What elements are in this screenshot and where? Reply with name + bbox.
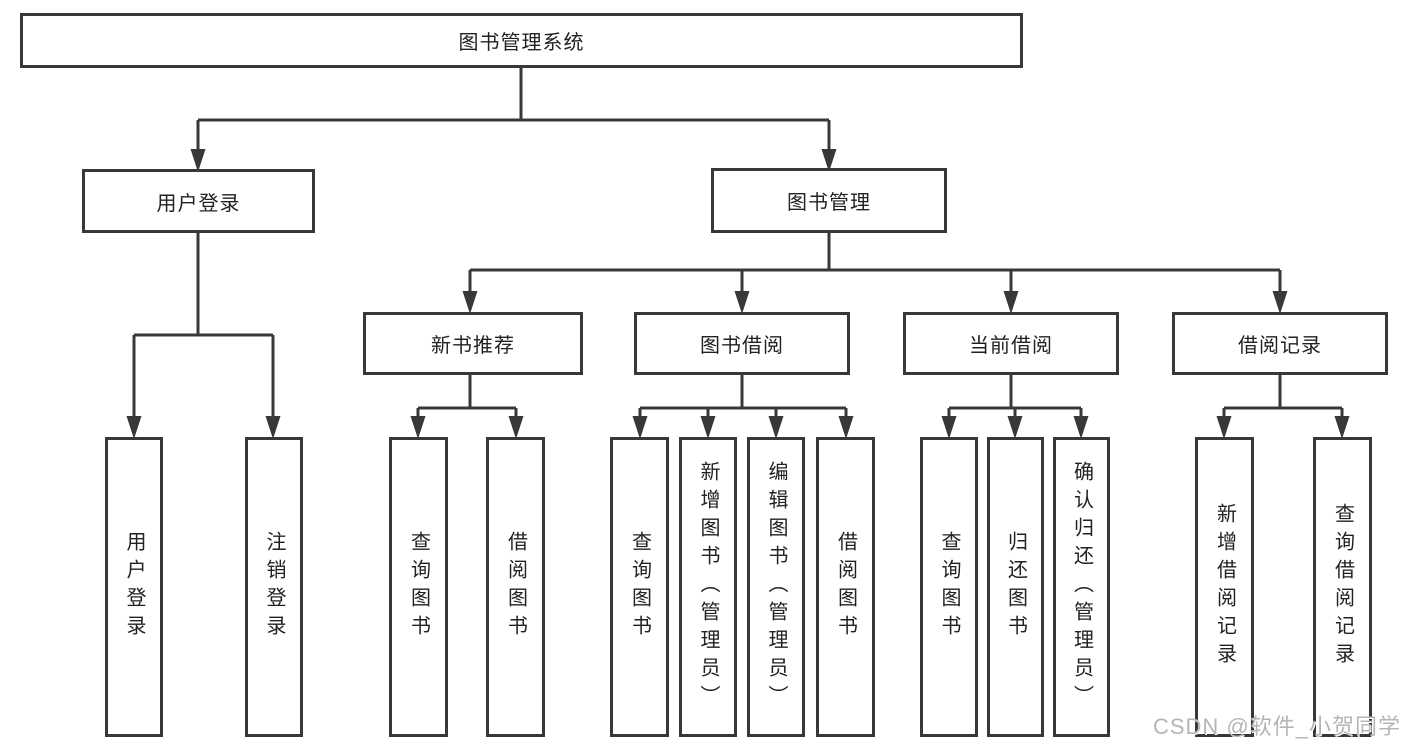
- leaf-edit-books-admin: 编辑图书（管理员）: [747, 437, 805, 737]
- leaf-add-borrow-record: 新增借阅记录: [1195, 437, 1254, 737]
- node-borrow-records: 借阅记录: [1172, 312, 1388, 375]
- leaf-borrow-books-recommend: 借阅图书: [486, 437, 545, 737]
- leaf-add-books-admin: 新增图书（管理员）: [679, 437, 737, 737]
- leaf-return-books: 归还图书: [987, 437, 1044, 737]
- node-current-borrow: 当前借阅: [903, 312, 1119, 375]
- csdn-watermark: CSDN @软件_小贺同学: [1152, 714, 1401, 739]
- node-book-borrow: 图书借阅: [634, 312, 850, 375]
- leaf-borrow-books: 借阅图书: [816, 437, 875, 737]
- node-book-management: 图书管理: [711, 168, 947, 233]
- node-new-book-recommend: 新书推荐: [363, 312, 583, 375]
- node-book-management-system: 图书管理系统: [20, 13, 1023, 68]
- leaf-confirm-return-admin: 确认归还（管理员）: [1053, 437, 1110, 737]
- leaf-query-books-current: 查询图书: [920, 437, 978, 737]
- leaf-logout: 注销登录: [245, 437, 303, 737]
- leaf-user-login: 用户登录: [105, 437, 163, 737]
- node-user-login: 用户登录: [82, 169, 315, 233]
- leaf-query-books-recommend: 查询图书: [389, 437, 448, 737]
- leaf-query-books-borrow: 查询图书: [610, 437, 669, 737]
- leaf-query-borrow-record: 查询借阅记录: [1313, 437, 1372, 737]
